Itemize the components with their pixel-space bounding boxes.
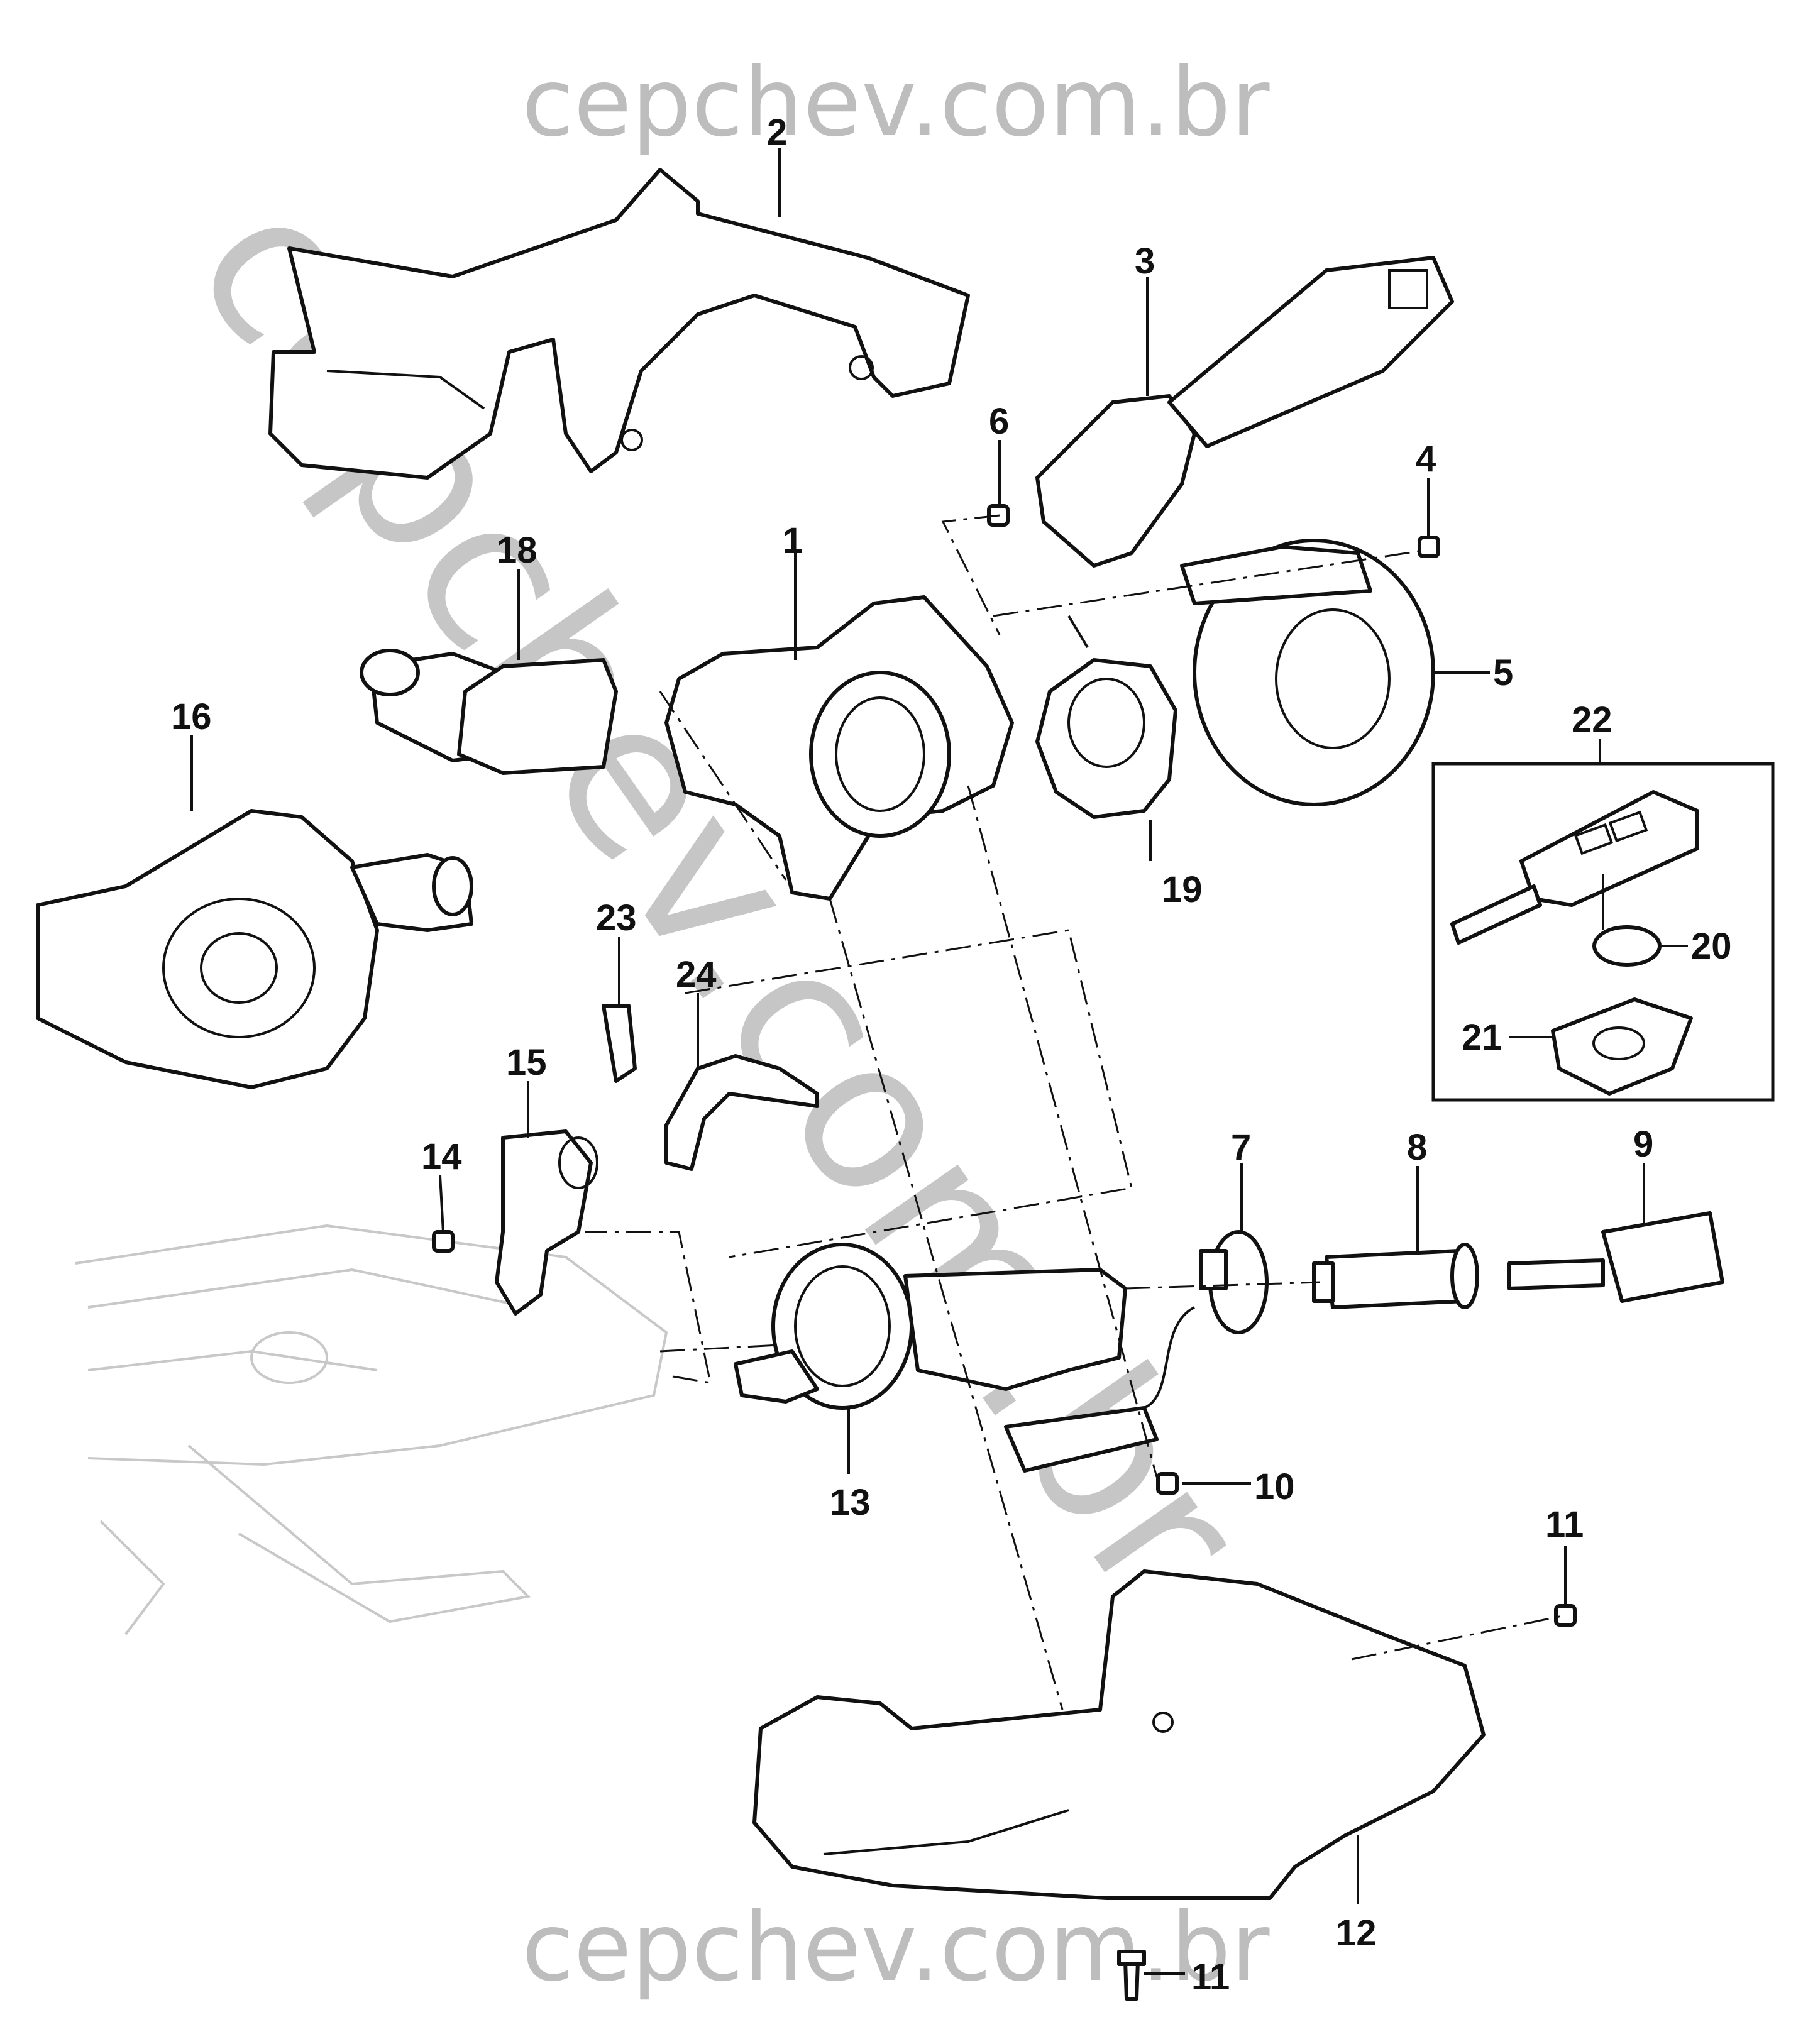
part-15-ignition-switch — [495, 1129, 598, 1316]
part-18-turn-signal-switch — [360, 649, 618, 775]
key-inset-frame — [1431, 762, 1775, 1102]
callout-20: 20 — [1691, 926, 1732, 967]
callout-8: 8 — [1407, 1127, 1427, 1168]
callout-1: 1 — [783, 520, 803, 561]
steering-column-ghost — [75, 1224, 668, 1635]
callout-18: 18 — [497, 530, 537, 571]
watermark-bottom: cepchev.com.br — [522, 1893, 1270, 2003]
assembly-lines — [585, 514, 1566, 1710]
callout-9: 9 — [1633, 1124, 1653, 1165]
part-20-battery — [1592, 925, 1662, 967]
part-2-upper-shroud — [268, 168, 970, 480]
part-10-antenna-module — [1004, 1306, 1195, 1495]
part-4-screw — [1418, 536, 1440, 558]
part-7-lock-ring — [1199, 1230, 1269, 1334]
callout-14: 14 — [421, 1136, 462, 1177]
callout-19: 19 — [1162, 869, 1203, 910]
part-16-clock-spring — [36, 809, 473, 1089]
callout-6: 6 — [989, 401, 1009, 442]
part-13-lock-housing — [734, 1243, 1127, 1410]
callout-24: 24 — [676, 954, 717, 995]
part-24-bracket — [664, 1054, 819, 1171]
callout-15: 15 — [506, 1042, 547, 1083]
callout-22: 22 — [1572, 700, 1612, 740]
callout-13: 13 — [830, 1482, 871, 1523]
callout-3: 3 — [1135, 241, 1155, 282]
part-11-screw-lower — [1117, 1950, 1146, 2001]
callout-labels: 1 2 3 4 5 6 7 8 9 10 11 11 12 13 14 15 1… — [171, 112, 1732, 1997]
callout-5: 5 — [1493, 652, 1513, 693]
part-14-screw — [432, 1230, 455, 1253]
leader-lines — [190, 148, 1688, 1975]
part-21-battery-cover — [1551, 997, 1693, 1096]
part-11-screw-upper — [1554, 1604, 1577, 1627]
callout-2: 2 — [767, 112, 787, 153]
callout-4: 4 — [1416, 439, 1436, 480]
part-19-rotary-coil — [1035, 615, 1177, 819]
callout-11-lower: 11 — [1191, 1957, 1230, 1997]
callout-11-upper: 11 — [1545, 1504, 1584, 1545]
callout-12: 12 — [1336, 1913, 1377, 1953]
callout-7: 7 — [1231, 1127, 1251, 1168]
callout-16: 16 — [171, 696, 212, 737]
callout-23: 23 — [596, 898, 637, 938]
callout-10: 10 — [1254, 1466, 1295, 1507]
part-22-remote-key — [1450, 790, 1699, 945]
part-12-lower-shroud — [752, 1569, 1486, 1900]
part-9-key — [1507, 1211, 1724, 1303]
callout-21: 21 — [1462, 1017, 1502, 1058]
watermark-top: cepchev.com.br — [522, 48, 1270, 158]
part-3-wiper-switch — [1035, 256, 1454, 568]
part-23-bolt — [602, 1004, 637, 1083]
part-8-lock-cylinder — [1312, 1243, 1479, 1309]
part-5-airbag-coil — [1180, 539, 1435, 806]
part-1-switch-housing — [664, 595, 1014, 901]
